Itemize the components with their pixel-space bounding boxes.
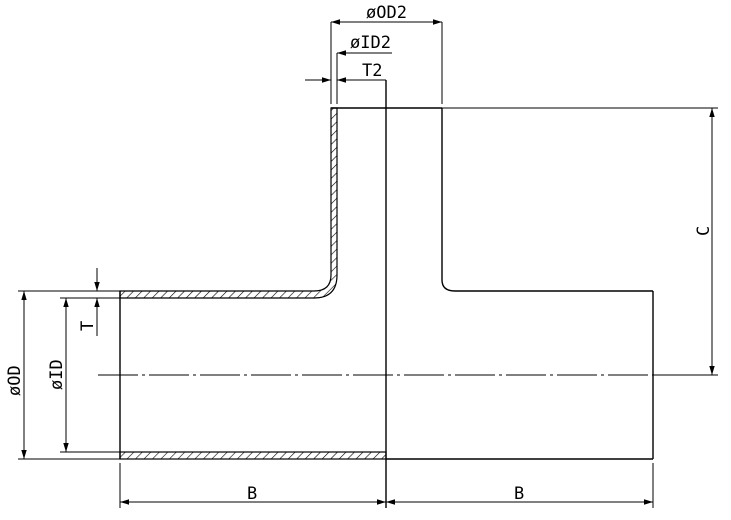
id-label: øID	[47, 359, 67, 390]
run-bottom-wall-hatch	[119, 451, 387, 460]
t-label: T	[78, 321, 98, 331]
dimension-lines	[21, 19, 715, 505]
od2-label: øOD2	[366, 3, 407, 23]
dimension-labels: øOD2 øID2 T2 C T øOD øID B B	[5, 3, 714, 504]
od-label: øOD	[5, 365, 25, 396]
b-right-label: B	[514, 484, 524, 504]
extension-lines	[18, 22, 718, 508]
id2-label: øID2	[350, 33, 391, 53]
c-label: C	[694, 226, 714, 236]
hatched-walls	[119, 107, 387, 460]
t2-label: T2	[362, 61, 382, 81]
b-left-label: B	[247, 484, 257, 504]
branch-wall-hatch	[119, 107, 338, 299]
